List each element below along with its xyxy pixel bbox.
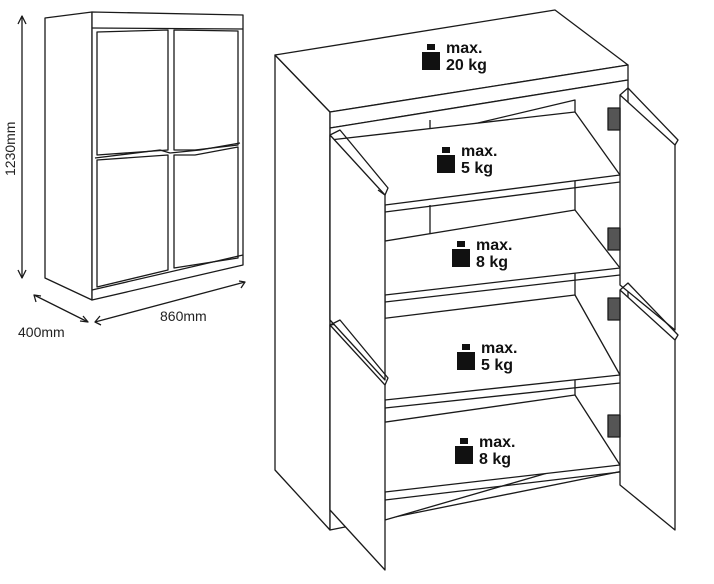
load-label: max. bbox=[481, 340, 518, 357]
load-upper-bottom: max.8 kg bbox=[450, 237, 512, 271]
height-label: 1230mm bbox=[2, 121, 18, 176]
load-label: max. bbox=[479, 434, 516, 451]
dimension-lines bbox=[17, 15, 246, 326]
closed-cabinet bbox=[44, 11, 244, 301]
weight-icon bbox=[422, 44, 440, 70]
load-top: max.20 kg bbox=[420, 40, 487, 74]
load-label: max. bbox=[476, 237, 513, 254]
load-upper-shelf: max.5 kg bbox=[435, 143, 497, 177]
load-value: 5 kg bbox=[481, 357, 514, 374]
load-lower-shelf: max.5 kg bbox=[455, 340, 517, 374]
weight-icon bbox=[437, 147, 455, 173]
load-label: max. bbox=[461, 143, 498, 160]
load-value: 8 kg bbox=[476, 254, 509, 271]
load-value: 20 kg bbox=[446, 57, 487, 74]
open-cabinet bbox=[274, 9, 679, 571]
load-value: 5 kg bbox=[461, 160, 494, 177]
depth-label: 400mm bbox=[18, 324, 65, 340]
weight-icon bbox=[455, 438, 473, 464]
hinge-icons bbox=[607, 107, 621, 438]
load-lower-bottom: max.8 kg bbox=[453, 434, 515, 468]
weight-icon bbox=[452, 241, 470, 267]
width-label: 860mm bbox=[160, 308, 207, 324]
load-label: max. bbox=[446, 40, 483, 57]
weight-icon bbox=[457, 344, 475, 370]
load-value: 8 kg bbox=[479, 451, 512, 468]
